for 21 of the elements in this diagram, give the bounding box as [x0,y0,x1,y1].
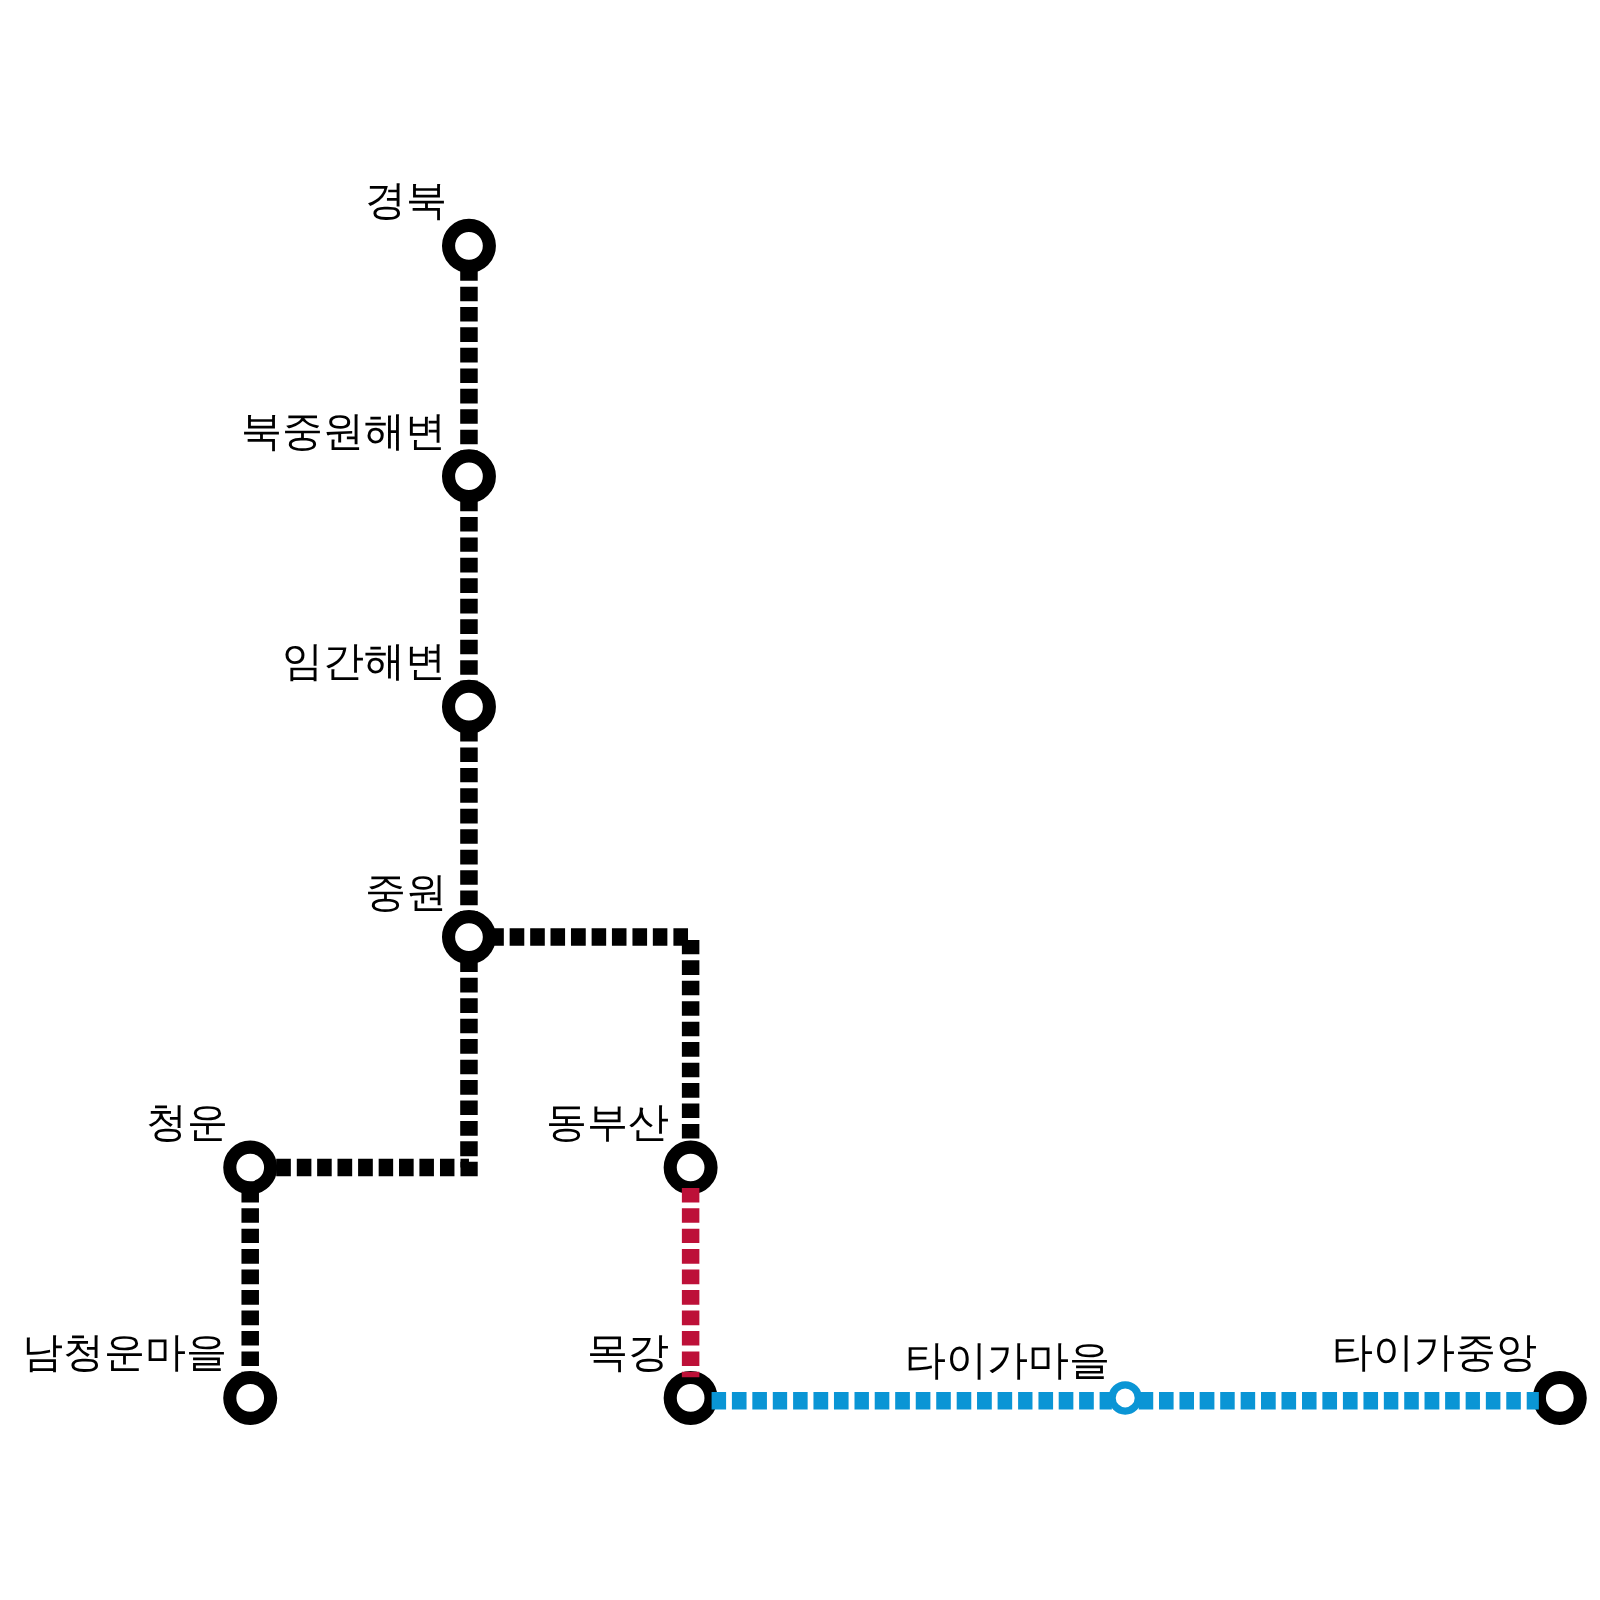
node-label: 목강 [586,1328,669,1377]
node-label: 임간해변 [281,637,446,686]
node-circle [223,1140,278,1195]
node-label: 북중원해변 [241,406,447,455]
node-label: 청운 [146,1098,229,1146]
node-label: 중원 [365,867,448,916]
node-circle [1532,1370,1587,1425]
node-label: 타이가마을 [904,1335,1110,1384]
connector [1138,1392,1539,1410]
connector [681,1187,700,1378]
node-circle [441,449,496,504]
node-circle [663,1140,718,1195]
node-circle [441,910,496,965]
connector [711,1392,1112,1410]
node-label: 타이가중앙 [1331,1328,1537,1377]
node-circle [223,1370,278,1425]
node-circle [1108,1381,1142,1415]
node-label: 남청운마을 [22,1328,228,1377]
node-label: 동부산 [546,1098,669,1146]
node-circle [441,679,496,734]
node-label: 경북 [365,176,448,225]
